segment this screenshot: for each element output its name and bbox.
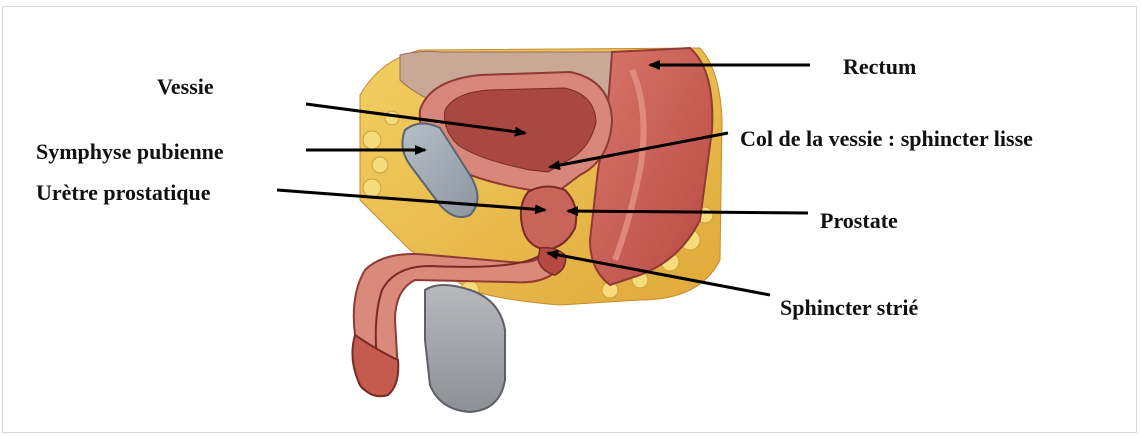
label-vessie: Vessie [157,76,214,98]
label-col-vessie: Col de la vessie : sphincter lisse [740,128,1033,150]
label-rectum: Rectum [843,56,916,78]
scrotum [425,285,505,412]
label-uretre-prostatique: Urètre prostatique [36,182,211,204]
label-symphyse-pubienne: Symphyse pubienne [36,141,224,163]
label-sphincter-strie: Sphincter strié [780,297,918,319]
label-prostate: Prostate [820,210,898,232]
